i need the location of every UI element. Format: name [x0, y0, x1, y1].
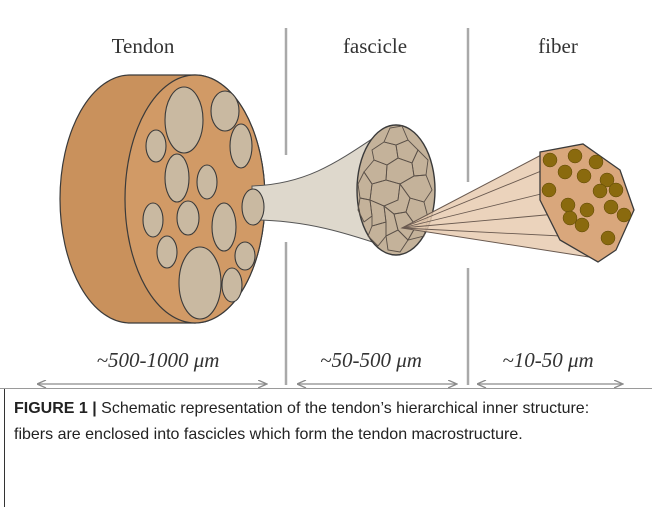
- caption-left-border: [4, 389, 5, 507]
- fibril-dot: [580, 203, 594, 217]
- tendon-hierarchy-diagram: Tendon fascicle fiber: [0, 0, 652, 388]
- fascicle-circle: [222, 268, 242, 302]
- caption-label: FIGURE 1 |: [14, 400, 97, 417]
- fascicle-circle: [230, 124, 252, 168]
- fascicle-circle: [212, 203, 236, 251]
- fiber-label: fiber: [538, 34, 578, 58]
- fascicle-circle: [165, 87, 203, 153]
- fascicle-circle: [177, 201, 199, 235]
- tendon-scale-label: ~500-1000 μm: [97, 348, 220, 372]
- fibril-dot: [577, 169, 591, 183]
- fibril-dot: [593, 184, 607, 198]
- fibril-dot: [542, 183, 556, 197]
- fascicle-face: [357, 125, 435, 255]
- tendon-label: Tendon: [112, 34, 175, 58]
- fibril-dot: [568, 149, 582, 163]
- fibril-dot: [558, 165, 572, 179]
- fascicle-scale-label: ~50-500 μm: [320, 348, 422, 372]
- fascicle-circle: [197, 165, 217, 199]
- fibril-dot: [617, 208, 631, 222]
- fibril-dot: [589, 155, 603, 169]
- fibril-dot: [609, 183, 623, 197]
- fibril-dot: [601, 231, 615, 245]
- fascicle-circle: [242, 189, 264, 225]
- figure-caption: FIGURE 1 | Schematic representation of t…: [0, 388, 652, 507]
- fibril-dot: [575, 218, 589, 232]
- fascicle-label: fascicle: [343, 34, 407, 58]
- caption-divider: [0, 388, 652, 389]
- caption-body: Schematic representation of the tendon’s…: [14, 400, 589, 443]
- fibril-dot: [604, 200, 618, 214]
- fiber-scale-label: ~10-50 μm: [502, 348, 593, 372]
- fibril-dot: [563, 211, 577, 225]
- fibril-dot: [543, 153, 557, 167]
- fascicle-circle: [165, 154, 189, 202]
- fascicle-circle: [179, 247, 221, 319]
- fascicle-circle: [235, 242, 255, 270]
- fascicle-cross-section: [357, 125, 435, 255]
- fascicle-circle: [143, 203, 163, 237]
- fascicle-circle: [157, 236, 177, 268]
- fibril-dot: [561, 198, 575, 212]
- fascicle-circle: [211, 91, 239, 131]
- caption-text: FIGURE 1 | Schematic representation of t…: [14, 396, 614, 448]
- fascicle-circle: [146, 130, 166, 162]
